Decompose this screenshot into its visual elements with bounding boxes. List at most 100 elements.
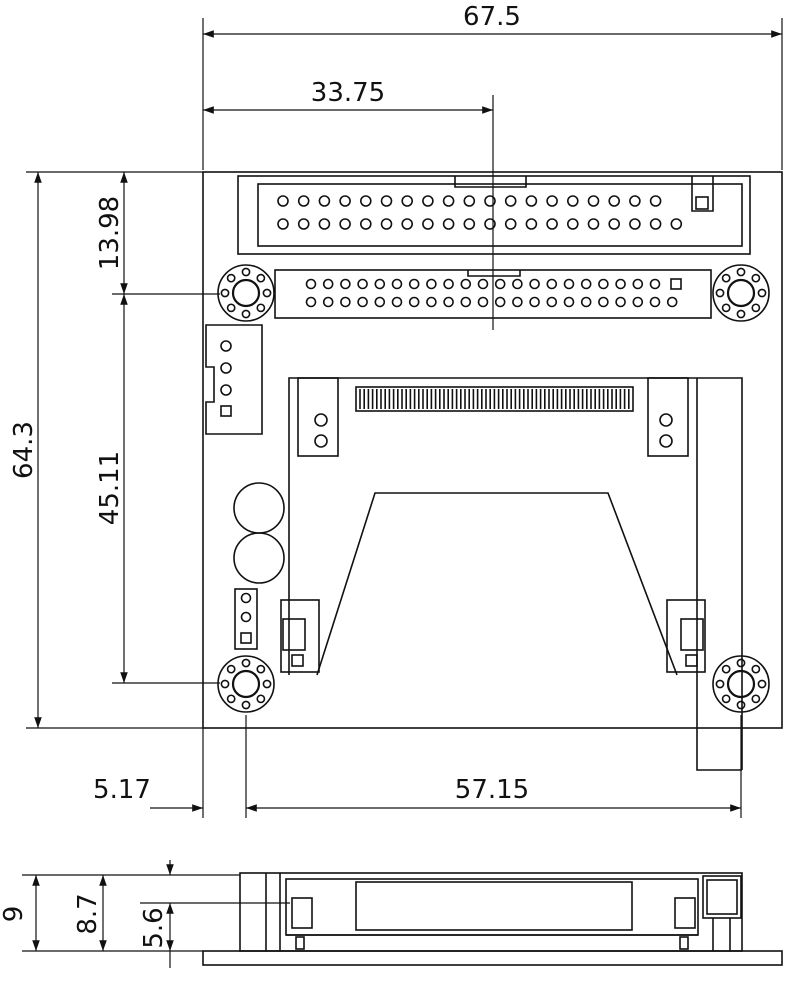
- mounting-hole: [217, 264, 275, 322]
- mounting-holes: [217, 264, 770, 713]
- ide-pin: [504, 195, 517, 207]
- dim-left-offset-label: 5.17: [93, 775, 151, 805]
- ide-44-pin: [563, 278, 575, 290]
- ide-pin: [566, 195, 579, 207]
- cf-card-slot: [280, 377, 743, 771]
- ide-44-pin: [615, 278, 626, 290]
- ide-44-pin: [357, 278, 368, 290]
- pin-1-marker-44: [670, 278, 682, 290]
- ide-pin: [504, 218, 517, 230]
- ide-pin: [422, 195, 434, 207]
- ide-pin: [484, 195, 496, 207]
- ide-44-pin: [460, 278, 472, 290]
- ide-pin: [463, 218, 476, 230]
- ide-44-pin: [529, 278, 540, 290]
- dim-hole-horizontal-label: 57.15: [455, 775, 529, 805]
- ide-44-pin: [546, 296, 558, 308]
- power-connector: [205, 324, 263, 435]
- dim-hole-vertical: 45.11: [95, 293, 220, 684]
- ide-44-pin: [494, 296, 506, 308]
- ide-44-pin: [374, 296, 386, 308]
- ide-44-pin: [632, 296, 644, 308]
- ide-pin: [546, 195, 558, 207]
- dim-bottom-horizontal: 5.17 57.15: [93, 715, 742, 818]
- ide-pin: [525, 195, 538, 207]
- ide-44-pin: [512, 278, 523, 290]
- ide-pin: [608, 195, 621, 207]
- dim-side-total-label: 9: [0, 906, 29, 923]
- pin-1-marker: [695, 196, 709, 210]
- dim-center-width: 33.75: [203, 78, 494, 330]
- dim-side-height-2-label: 5.6: [139, 907, 169, 948]
- ide-44-pin: [426, 278, 437, 290]
- ide-44-pin-grid: [305, 278, 678, 308]
- ide-44-pin: [598, 296, 609, 308]
- ide-44-pin: [426, 296, 437, 308]
- ide-44-pin: [374, 278, 386, 290]
- ide-pin: [546, 218, 558, 230]
- dim-top-connector: 13.98: [95, 172, 128, 294]
- ide-pin: [401, 195, 414, 207]
- ide-44-pin: [563, 296, 575, 308]
- ide-pin: [587, 195, 600, 207]
- ide-44-pin: [322, 296, 334, 308]
- jumper: [234, 588, 258, 650]
- ide-44-pin: [666, 296, 678, 308]
- ide-pin: [318, 218, 331, 230]
- ide-pin: [380, 195, 393, 207]
- ide-44-pin: [529, 296, 540, 308]
- ide-44-pin: [632, 278, 644, 290]
- ide-connector-40pin: [237, 175, 751, 255]
- dim-hole-vertical-label: 45.11: [95, 451, 125, 525]
- ide-pin: [359, 218, 372, 230]
- ide-pin: [277, 218, 289, 230]
- cf-pin-strip: [359, 389, 630, 409]
- ide-44-pin: [460, 296, 472, 308]
- ide-pin: [484, 218, 496, 230]
- ide-44-pin: [649, 278, 661, 290]
- dim-overall-height: 64.3: [9, 171, 203, 729]
- ide-44-pin: [408, 278, 420, 290]
- ide-pin: [277, 195, 289, 207]
- dim-overall-width: 67.5: [202, 2, 783, 170]
- ide-pin: [339, 218, 351, 230]
- capacitors: [233, 482, 285, 584]
- ide-pin: [566, 218, 579, 230]
- ide-pin: [463, 195, 476, 207]
- ide-44-pin: [443, 296, 454, 308]
- mounting-hole: [217, 655, 275, 713]
- mounting-hole: [712, 655, 770, 713]
- ide-44-pin: [546, 278, 558, 290]
- dim-side-height-1-label: 8.7: [73, 893, 103, 934]
- ide-pin: [318, 195, 331, 207]
- dim-overall-width-label: 67.5: [463, 2, 521, 32]
- mounting-hole: [712, 264, 770, 322]
- ide-pin: [629, 218, 641, 230]
- ide-pin: [297, 218, 310, 230]
- dim-center-width-label: 33.75: [311, 78, 385, 108]
- ide-44-pin: [391, 296, 403, 308]
- ide-44-pin: [512, 296, 523, 308]
- ide-44-pin: [340, 296, 351, 308]
- side-view: 9 8.7 5.6: [0, 860, 783, 968]
- ide-pin: [649, 218, 662, 230]
- ide-connector-44pin: [274, 269, 712, 319]
- ide-44-pin: [443, 278, 454, 290]
- ide-44-pin: [477, 296, 489, 308]
- ide-44-pin: [477, 278, 489, 290]
- ide-44-pin: [340, 278, 351, 290]
- ide-pin: [297, 195, 310, 207]
- ide-pin: [339, 195, 351, 207]
- ide-pin: [401, 218, 414, 230]
- ide-44-pin: [580, 296, 592, 308]
- ide-pin: [670, 218, 683, 230]
- ide-pin: [587, 218, 600, 230]
- ide-pin: [649, 195, 662, 207]
- ide-44-pin: [305, 296, 317, 308]
- ide-pin: [629, 195, 641, 207]
- dim-top-connector-label: 13.98: [95, 196, 125, 270]
- ide-44-pin: [357, 296, 368, 308]
- ide-44-pin: [322, 278, 334, 290]
- ide-44-pin: [615, 296, 626, 308]
- dim-overall-height-label: 64.3: [9, 421, 39, 479]
